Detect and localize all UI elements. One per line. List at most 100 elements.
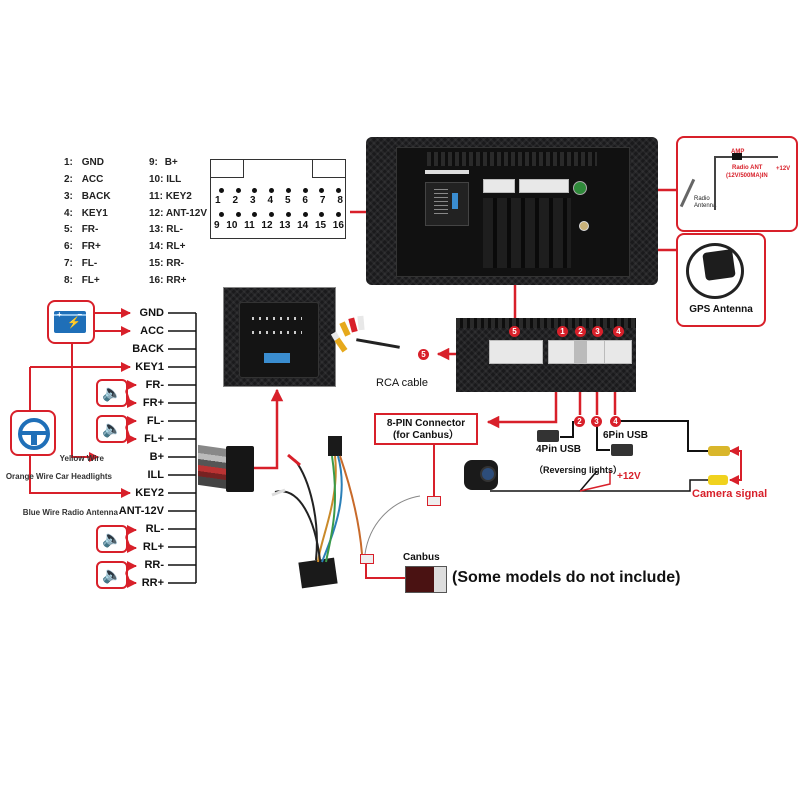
pin-16: 16: RR+ xyxy=(149,275,187,286)
harness-plug xyxy=(226,446,254,492)
port-5 xyxy=(489,340,543,364)
wire-key1: KEY1 xyxy=(135,361,164,373)
pin-10: 10: ILL xyxy=(149,174,182,185)
amp-label: AMP xyxy=(731,149,745,155)
unit-chassis xyxy=(396,147,630,277)
unit-port-usb xyxy=(519,179,569,193)
pin-7: 7: FL- xyxy=(64,258,98,269)
speaker-rear-right: 🔈 xyxy=(96,561,128,589)
battery-icon: + − ⚡ xyxy=(54,310,86,333)
wire-ant-12v: ANT-12V xyxy=(118,505,164,517)
arrow-harness-closeup xyxy=(250,388,284,470)
orange-wire-desc: Orange Wire Car Headlights xyxy=(5,472,112,481)
head-unit-rear xyxy=(366,137,658,285)
radio-ant-label: Radio ANT xyxy=(732,165,763,171)
gps-antenna-label: GPS Antenna xyxy=(689,304,753,315)
port-4 xyxy=(604,340,632,364)
usb-badge-3: 3 xyxy=(591,416,602,427)
pin-4: 4: KEY1 xyxy=(64,208,108,219)
speaker-icon: 🔈 xyxy=(102,531,122,548)
ports-closeup: 5 1 2 3 4 xyxy=(456,318,636,392)
usb-badge-2: 2 xyxy=(574,416,585,427)
amp-block xyxy=(732,153,742,160)
wire-fr-minus: FR- xyxy=(145,379,164,391)
reverse-camera-icon xyxy=(464,460,498,490)
wire-rl-minus: RL- xyxy=(145,523,164,535)
canbus-label: Canbus xyxy=(403,552,440,563)
pin-6: 6: FR+ xyxy=(64,241,101,252)
pin-15: 15: RR- xyxy=(149,258,185,269)
wire-acc: ACC xyxy=(140,325,164,337)
camera-signal-label: Camera signal xyxy=(692,488,768,500)
main-harness-port xyxy=(425,182,469,226)
radio-antenna-label: Radio Antenna xyxy=(694,196,717,209)
wire-rl-plus: RL+ xyxy=(142,541,164,553)
canbus-connector-line2: (for Canbus） xyxy=(392,430,460,441)
pin-13: 13: RL- xyxy=(149,224,183,235)
reversing-lights-label: （Reversing lights） xyxy=(534,465,623,475)
speaker-icon: 🔈 xyxy=(102,421,122,438)
adapter-top-plug xyxy=(328,436,342,456)
gps-port xyxy=(579,221,589,231)
canbus-note: (Some models do not include) xyxy=(452,569,681,586)
canbus-plug xyxy=(427,496,441,506)
canbus-connector-line1: 8-PIN Connector xyxy=(386,418,466,429)
steering-wheel-icon xyxy=(18,418,50,450)
usb-4pin-plug-icon xyxy=(537,430,559,442)
speaker-icon: 🔈 xyxy=(102,385,122,402)
pin-1: 1: GND xyxy=(64,157,104,168)
rca-male-yellow xyxy=(708,475,728,485)
rca-badge: 5 xyxy=(418,349,429,360)
port-badge-4: 4 xyxy=(613,326,624,337)
yellow-wire-desc: Yellow Wire xyxy=(59,454,104,463)
rca-cable-label: RCA cable xyxy=(376,377,428,389)
pin-11: 11: KEY2 xyxy=(149,191,192,202)
radio-antenna-port xyxy=(573,181,587,195)
usb-badge-4: 4 xyxy=(610,416,621,427)
radio-12v-label: +12V xyxy=(776,166,791,172)
gps-antenna-box: GPS Antenna xyxy=(676,233,766,327)
adapter-canbus-plug xyxy=(360,554,374,564)
canbus-connector-box: 8-PIN Connector (for Canbus） xyxy=(374,413,478,445)
wire-key2: KEY2 xyxy=(135,487,164,499)
usb-4pin-label: 4Pin USB xyxy=(536,444,582,455)
port-badge-3: 3 xyxy=(592,326,603,337)
harness-port-closeup xyxy=(223,287,336,387)
blue-wire-desc: Blue Wire Radio Antenna xyxy=(22,508,118,517)
pin-5: 5: FR- xyxy=(64,224,99,235)
radio-antenna-box: AMP Radio ANT (12V/500MA)IN +12V Radio A… xyxy=(676,136,798,232)
canbus-box-icon xyxy=(405,566,447,593)
wire-rr-minus: RR- xyxy=(144,559,164,571)
port-badge-2: 2 xyxy=(575,326,586,337)
wire-ill: ILL xyxy=(147,469,165,481)
wire-b-plus: B+ xyxy=(149,451,164,463)
port-badge-1: 1 xyxy=(557,326,568,337)
camera-12v-label: +12V xyxy=(617,471,641,482)
pin-14: 14: RL+ xyxy=(149,241,186,252)
port-badge-5: 5 xyxy=(509,326,520,337)
usb-6pin-plug-icon xyxy=(611,444,633,456)
pin-3: 3: BACK xyxy=(64,191,111,202)
pin-dots-bottom xyxy=(219,212,341,217)
usb-6pin-label: 6Pin USB xyxy=(603,430,649,441)
wire-back: BACK xyxy=(132,343,164,355)
wire-rr-plus: RR+ xyxy=(141,577,164,589)
gps-cable-coil xyxy=(686,243,744,299)
pin-2: 2: ACC xyxy=(64,174,104,185)
pin-dots-top xyxy=(219,188,341,193)
radio-ant-spec: (12V/500MA)IN xyxy=(726,173,768,179)
wire-gnd: GND xyxy=(139,307,164,319)
port-1 xyxy=(548,340,576,364)
steering-wheel-box xyxy=(10,410,56,456)
heatsink-fins xyxy=(427,152,597,166)
fuse-icon xyxy=(264,353,290,363)
unit-port-rca xyxy=(483,179,515,193)
pin-12: 12: ANT-12V xyxy=(149,208,207,219)
rca-female-yellow xyxy=(708,446,730,456)
